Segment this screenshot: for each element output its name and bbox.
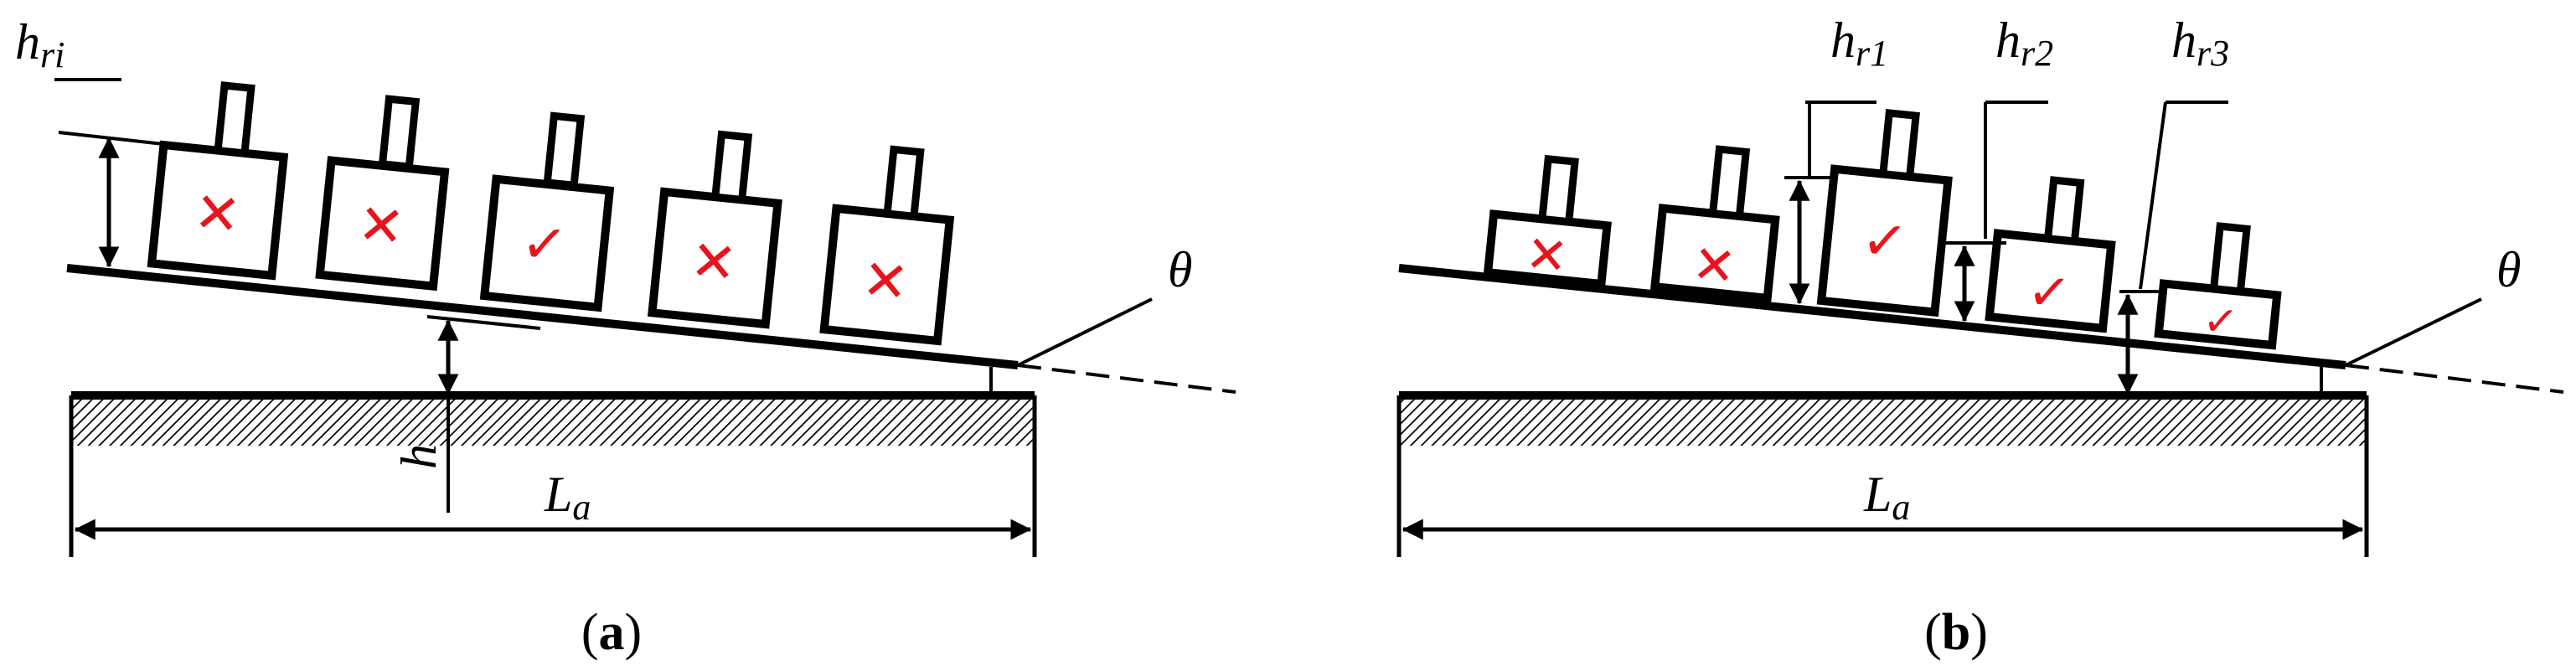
block-3: ✓ (479, 111, 615, 312)
block-1-mark: ✕ (191, 179, 244, 248)
theta-leader (1017, 297, 1153, 367)
block-1-mark: ✕ (1523, 225, 1571, 287)
panel-b: La θ ✕ ✕ ✓ ✓ (1396, 13, 2564, 661)
block-2: ✕ (315, 95, 450, 292)
h-extension (426, 315, 541, 330)
block-4: ✓ (1985, 176, 2116, 333)
panel-a: La θ ✕ ✕ ✓ ✕ (15, 14, 1236, 661)
theta-extension (2345, 364, 2564, 394)
theta-label: θ (2496, 242, 2521, 297)
block-4-mark: ✓ (2025, 260, 2074, 325)
caption-b: (b) (1924, 604, 1988, 661)
block-5-mark: ✕ (860, 247, 912, 316)
block-3: ✓ (1816, 109, 1953, 318)
base-plate (1399, 395, 2367, 446)
block-4-mark: ✕ (688, 228, 741, 297)
block-3-mark: ✓ (518, 209, 570, 278)
block-5: ✕ (819, 145, 955, 346)
caption-a: (a) (581, 604, 642, 661)
tilted-plate (1398, 264, 2346, 369)
block-5: ✓ (2154, 222, 2282, 350)
block-4: ✕ (647, 130, 782, 329)
block-2-mark: ✕ (355, 191, 408, 260)
length-label: La (1863, 467, 1910, 528)
theta-extension (1017, 364, 1236, 394)
hr3-leader-diagonal (2139, 101, 2167, 290)
theta-leader (2345, 297, 2482, 367)
hr3-label: hr3 (2171, 13, 2229, 74)
hr2-label: hr2 (1995, 13, 2053, 74)
h-label: h (391, 444, 447, 469)
hr1-label: hr1 (1830, 13, 1888, 74)
block-1: ✕ (1483, 154, 1612, 289)
hri-label: hri (15, 14, 65, 75)
length-label: La (544, 467, 591, 528)
base-plate (71, 395, 1035, 446)
block-5-mark: ✓ (2201, 296, 2241, 348)
tilted-plate (66, 264, 1019, 369)
theta-label: θ (1168, 242, 1192, 297)
block-3-mark: ✓ (1858, 207, 1911, 276)
block-2: ✕ (1649, 145, 1780, 303)
block-1: ✕ (147, 81, 289, 281)
block-2-mark: ✕ (1690, 233, 1739, 298)
